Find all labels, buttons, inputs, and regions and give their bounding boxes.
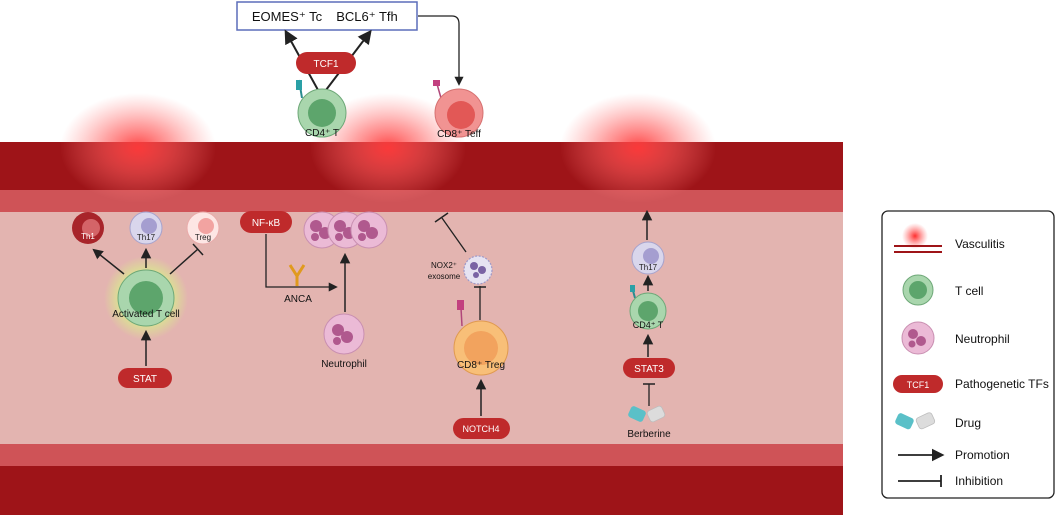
neutrophil-group bbox=[303, 211, 388, 249]
nfkb-label: NF-κB bbox=[252, 218, 281, 229]
vasculitis-glow-3 bbox=[560, 93, 716, 203]
inhibition-to-treg bbox=[169, 248, 199, 275]
th17-left-nucleus bbox=[141, 218, 157, 234]
drug-icon bbox=[895, 412, 936, 430]
arrow-nfkb-to-neutrophils bbox=[265, 234, 338, 292]
th17-right-label: Th17 bbox=[639, 263, 658, 272]
cd4-t-cell-right: CD4⁺ T bbox=[629, 285, 667, 330]
cd4-t-cell-top: CD4⁺ T bbox=[296, 79, 347, 139]
nox2-label: NOX2⁺ bbox=[431, 261, 457, 270]
stat3-pill bbox=[623, 358, 675, 378]
legend-drug-label: Drug bbox=[955, 416, 981, 430]
arrow-to-cd8-teff bbox=[418, 15, 464, 86]
treg-nucleus bbox=[198, 218, 214, 234]
activated-t-label: Activated T cell bbox=[112, 309, 179, 320]
notch4-pill bbox=[453, 418, 510, 439]
tcr-head-icon bbox=[296, 80, 302, 90]
t-cell-nucleus bbox=[308, 99, 336, 127]
eomes-tc-label: EOMES⁺ Tc bbox=[252, 9, 323, 24]
top-subset-box bbox=[236, 1, 418, 31]
vasculitis-glow-2 bbox=[310, 93, 466, 203]
stat3-label: STAT3 bbox=[634, 364, 664, 375]
cd4-t-top-label: CD4⁺ T bbox=[305, 128, 339, 139]
bcl6-tfh-label: BCL6⁺ Tfh bbox=[336, 9, 398, 24]
vasculitis-icon bbox=[902, 223, 928, 249]
tcf1-label: TCF1 bbox=[314, 59, 339, 70]
exosome-label: exosome bbox=[428, 272, 461, 281]
treg-receptor-icon bbox=[460, 307, 463, 327]
vasculitis-glows bbox=[60, 93, 716, 203]
inhibition-exosome-line bbox=[441, 217, 467, 253]
th17-left-label: Th17 bbox=[137, 233, 156, 242]
nfkb-pill bbox=[240, 211, 292, 233]
activated-t-nucleus bbox=[129, 281, 163, 315]
cd8-teff-label: CD8⁺ Teff bbox=[437, 129, 481, 140]
teff-nucleus bbox=[447, 101, 475, 129]
legend: Vasculitis T cell Neutrophil TCF1 Pathog… bbox=[881, 210, 1055, 499]
inhibition-exosome-bar bbox=[434, 212, 449, 223]
cd4-right-label: CD4⁺ T bbox=[633, 320, 664, 330]
neutrophil-label: Neutrophil bbox=[321, 359, 367, 370]
legend-inhibition-label: Inhibition bbox=[955, 474, 1003, 488]
receptor-head-icon bbox=[433, 80, 440, 86]
cd8-treg-label: CD8⁺ Treg bbox=[457, 360, 505, 371]
cd4-right-nucleus bbox=[638, 301, 658, 321]
th1-nucleus bbox=[82, 219, 100, 237]
inhibition-bar-treg bbox=[192, 243, 204, 256]
treg-receptor-head-icon bbox=[457, 300, 464, 310]
legend-tcf1-pill-label: TCF1 bbox=[907, 380, 930, 390]
vessel-intima-bottom bbox=[0, 444, 843, 466]
cd8-treg-cell: CD8⁺ Treg bbox=[453, 300, 509, 376]
arrow-to-th1 bbox=[92, 248, 125, 275]
stat-pill bbox=[118, 368, 172, 388]
anca-antibody-icon bbox=[288, 264, 306, 286]
berberine-label: Berberine bbox=[627, 429, 671, 440]
tcr-right-head-icon bbox=[630, 285, 635, 292]
legend-neutrophil-label: Neutrophil bbox=[955, 332, 1010, 346]
legend-t-cell-label: T cell bbox=[955, 284, 983, 298]
cd8-treg-nucleus bbox=[464, 331, 498, 365]
th17-right-nucleus bbox=[643, 248, 659, 264]
th1-label: Th1 bbox=[81, 232, 95, 241]
vessel-wall-bottom bbox=[0, 466, 843, 515]
anca-label: ANCA bbox=[284, 294, 312, 305]
legend-promotion-label: Promotion bbox=[955, 448, 1010, 462]
legend-vasculitis-label: Vasculitis bbox=[955, 237, 1005, 251]
receptor-icon bbox=[436, 83, 442, 99]
notch4-label: NOTCH4 bbox=[462, 424, 499, 434]
stat-label: STAT bbox=[133, 374, 157, 385]
cd8-teff-cell: CD8⁺ Teff bbox=[433, 80, 484, 140]
vasculitis-glow-1 bbox=[60, 93, 216, 203]
legend-tf-label: Pathogenetic TFs bbox=[955, 377, 1049, 391]
treg-label: Treg bbox=[195, 233, 211, 242]
drug-capsule-icon bbox=[628, 405, 666, 423]
pathogenetic-tf-icon bbox=[893, 375, 943, 393]
tcf1-pill bbox=[296, 52, 356, 74]
